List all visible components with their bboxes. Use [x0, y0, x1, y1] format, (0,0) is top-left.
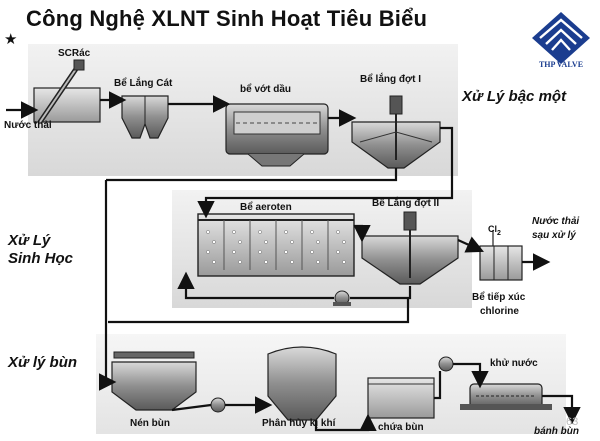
- section-primary-label: Xử Lý bậc một: [462, 88, 567, 105]
- aeration-partitions: [223, 220, 329, 270]
- sludge-storage-label: chứa bùn: [378, 422, 424, 433]
- aeration-bubble: [258, 250, 262, 254]
- aeration-tank-label: Bể aeroten: [240, 202, 292, 213]
- grease-tank: [225, 103, 329, 167]
- chlorine-symbol: Cl2: [488, 224, 501, 237]
- anaerobic-digester: [267, 346, 337, 421]
- chlorine-contact-tank: [479, 230, 523, 281]
- aeration-bubble: [310, 250, 314, 254]
- primary-clarifier-label: Bể lắng đợt I: [360, 74, 422, 85]
- treated-water-label-2: sạu xử lý: [532, 230, 576, 241]
- secondary-clarifier: [361, 211, 459, 285]
- dewatering-unit: [460, 383, 552, 410]
- aeration-bubble: [212, 260, 216, 264]
- thickener-pump: [210, 397, 226, 413]
- aeration-bubble: [232, 230, 236, 234]
- aeration-bubble: [212, 240, 216, 244]
- aeration-bubble: [264, 260, 268, 264]
- dewatering-label: khử nước: [490, 358, 538, 369]
- aeration-bubble: [206, 250, 210, 254]
- aeration-bubble: [284, 250, 288, 254]
- aeration-bubble: [336, 250, 340, 254]
- section-biological-label-1: Xử Lý: [8, 232, 51, 249]
- chlorine-tank-label-2: chlorine: [480, 306, 519, 317]
- aeration-bubble: [264, 240, 268, 244]
- aeration-bubble: [290, 240, 294, 244]
- section-biological-label-2: Sinh Học: [8, 250, 74, 267]
- screen-unit: [33, 59, 101, 124]
- logo-text: THP VALVE: [538, 60, 584, 69]
- aeration-bubble: [342, 260, 346, 264]
- thp-valve-logo: [532, 12, 590, 64]
- aeration-bubble: [310, 230, 314, 234]
- secondary-clarifier-label: Bể Lắng đợt II: [372, 198, 440, 209]
- grit-tank: [121, 95, 169, 139]
- aeration-bubble: [342, 240, 346, 244]
- aeration-bubble: [284, 230, 288, 234]
- digester-label: Phân hủy kị khí: [262, 418, 336, 429]
- aeration-bubble: [232, 250, 236, 254]
- sludge-storage-tank: [367, 377, 435, 419]
- aeration-bubble: [238, 240, 242, 244]
- thickener-label: Nén bùn: [130, 418, 170, 429]
- aeration-bubble: [316, 260, 320, 264]
- return-sludge-pump: [333, 290, 351, 306]
- treated-water-label-1: Nước thải: [532, 216, 580, 227]
- sludge-cake-label: bánh bùn: [534, 426, 579, 437]
- raw-water-label: Nước thải: [4, 120, 52, 131]
- storage-pump: [438, 356, 454, 372]
- chlorine-tank-label-1: Bể tiếp xúc: [472, 292, 526, 303]
- star-icon: ★: [4, 31, 18, 48]
- grease-tank-label: bể vớt dầu: [240, 84, 292, 95]
- aeration-bubble: [238, 260, 242, 264]
- page-number-watermark: 63: [566, 416, 579, 428]
- screen-label: SCRác: [58, 48, 91, 59]
- grit-tank-label: Bể Lắng Cát: [114, 78, 173, 89]
- flow-lines: [6, 91, 581, 432]
- section-sludge-label: Xử lý bùn: [8, 354, 78, 371]
- aeration-bubble: [316, 240, 320, 244]
- aeration-bubbles: [206, 230, 346, 264]
- aeration-bubble: [206, 230, 210, 234]
- aeration-bubble: [258, 230, 262, 234]
- page-title: Công Nghệ XLNT Sinh Hoạt Tiêu Biểu: [26, 6, 428, 31]
- primary-clarifier: [351, 95, 441, 169]
- aeration-bubble: [290, 260, 294, 264]
- aeration-bubble: [336, 230, 340, 234]
